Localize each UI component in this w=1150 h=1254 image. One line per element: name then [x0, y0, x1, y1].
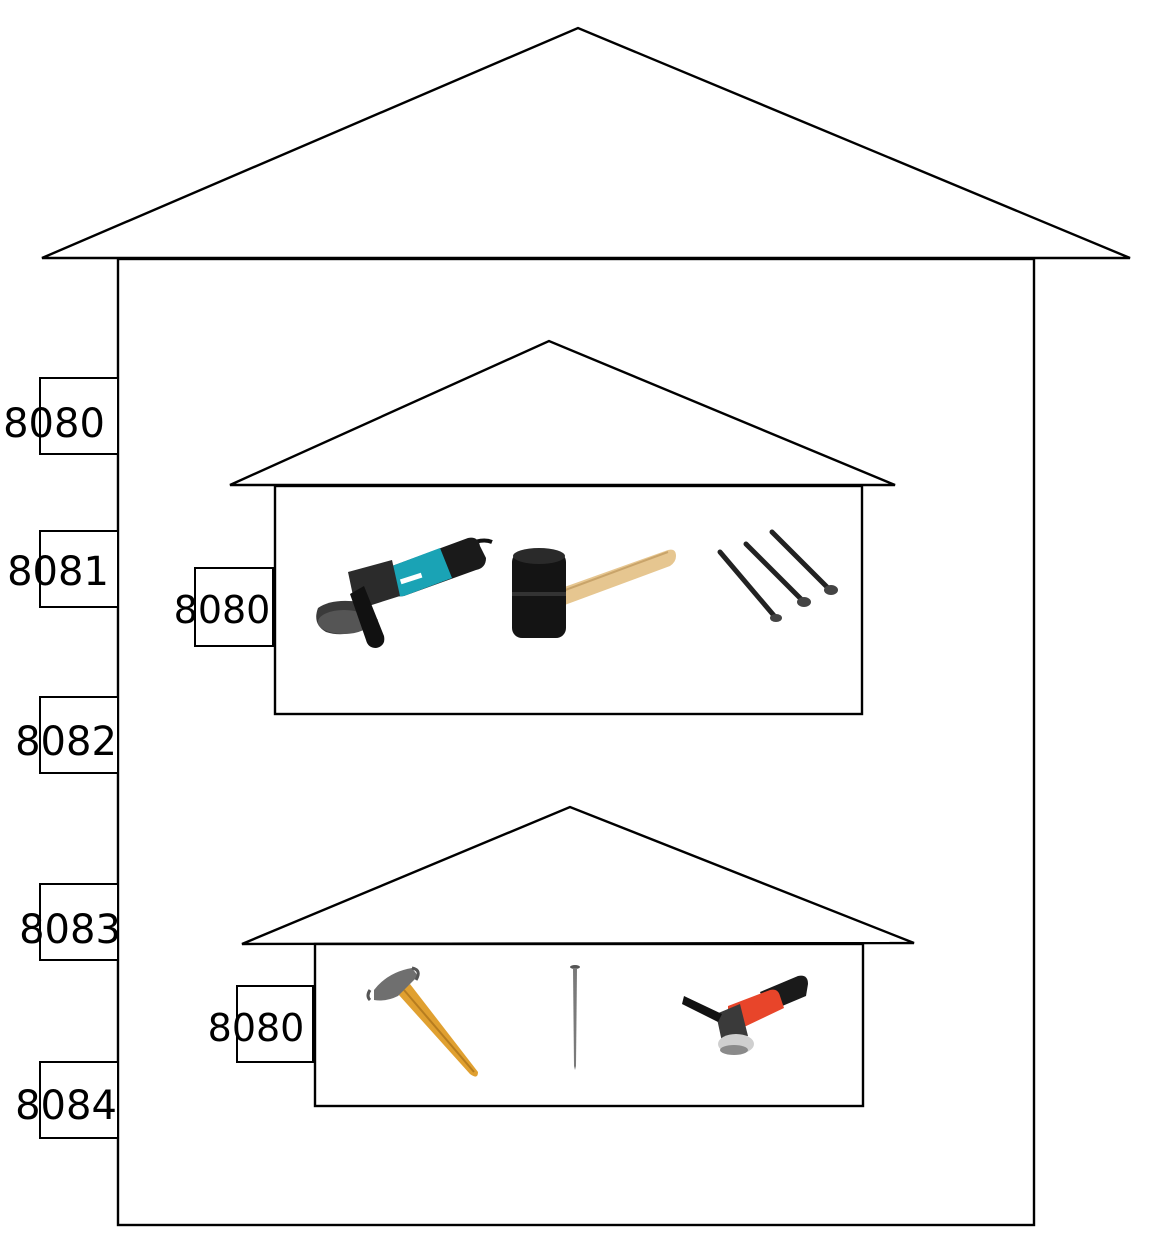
host-port-8080[interactable]: 8080 — [3, 378, 118, 454]
container-lower-body — [315, 944, 863, 1106]
host-port-label: 8081 — [7, 549, 109, 595]
host-port-label: 8080 — [3, 401, 105, 447]
host-port-label: 8084 — [15, 1083, 117, 1129]
host-port-8082[interactable]: 8082 — [15, 697, 118, 773]
host-roof — [42, 28, 1130, 258]
host-port-label: 8082 — [15, 719, 117, 765]
host-port-8081[interactable]: 8081 — [7, 531, 118, 607]
host-port-8084[interactable]: 8084 — [15, 1062, 118, 1138]
container-port-label: 8080 — [208, 1006, 305, 1050]
host-port-label: 8083 — [19, 907, 121, 953]
container-port-label: 8080 — [174, 588, 271, 632]
host-ports: 8080 8081 8082 8083 8084 — [3, 378, 121, 1138]
host-port-8083[interactable]: 8083 — [19, 884, 121, 960]
